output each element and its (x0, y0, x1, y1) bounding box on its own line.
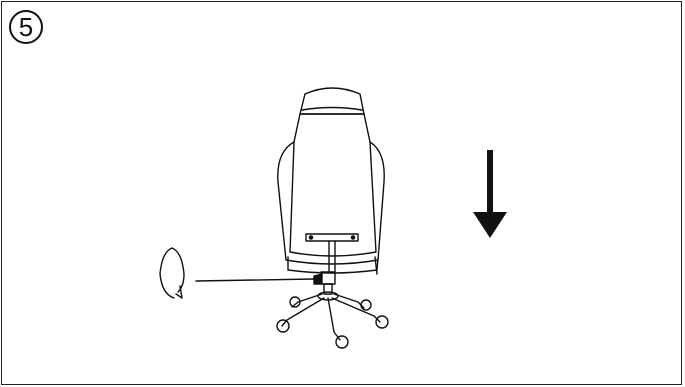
chair-backrest (277, 87, 385, 275)
down-arrow-icon (473, 150, 507, 238)
step-number: 5 (18, 12, 34, 42)
chair-casters (276, 296, 389, 349)
chair-star-base (281, 291, 381, 341)
rotate-arrow-icon (159, 247, 185, 299)
chair-mechanism (313, 271, 336, 295)
backrest-bracket (305, 233, 359, 273)
step-number-badge: 5 (9, 10, 43, 44)
knob-leader-line (195, 278, 315, 282)
